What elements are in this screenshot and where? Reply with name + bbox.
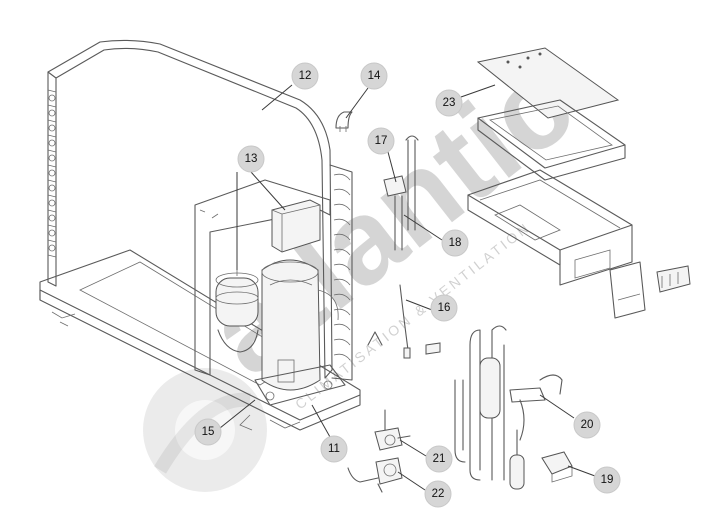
callout-labels: 11 12 13 14 15 16 17 18 19 20 21 22 23	[194, 62, 621, 508]
part-20-four-way-valve	[454, 325, 563, 490]
callout-bubble	[194, 418, 222, 446]
accumulator	[215, 265, 259, 353]
callout-bubble	[593, 466, 621, 494]
callout-22: 22	[424, 480, 452, 508]
callout-bubble	[425, 445, 453, 473]
callout-bubble	[430, 294, 458, 322]
callout-bubble	[573, 411, 601, 439]
callout-19: 19	[593, 466, 621, 494]
part-17-valve-coil	[383, 135, 419, 251]
callout-bubble	[367, 127, 395, 155]
callout-bubble	[424, 480, 452, 508]
part-23-top-cover	[476, 47, 626, 181]
callout-number: 12	[299, 70, 312, 82]
part-22-service-valve	[347, 457, 403, 493]
callout-number: 11	[328, 443, 340, 455]
callout-17: 17	[367, 127, 395, 155]
callout-23: 23	[435, 89, 463, 117]
callout-18: 18	[441, 229, 469, 257]
callout-number: 15	[202, 426, 215, 438]
callout-14: 14	[360, 62, 388, 90]
callout-number: 17	[375, 135, 388, 147]
callout-15: 15	[194, 418, 222, 446]
terminal-block	[609, 261, 691, 319]
callout-bubble	[237, 145, 265, 173]
callout-21: 21	[425, 445, 453, 473]
part-14-bracket	[335, 111, 353, 132]
callout-number: 19	[601, 474, 614, 486]
callout-number: 21	[433, 453, 446, 465]
leader-lines	[219, 84, 596, 491]
callout-bubble	[435, 89, 463, 117]
callout-16: 16	[430, 294, 458, 322]
callout-bubble	[360, 62, 388, 90]
callout-13: 13	[237, 145, 265, 173]
callout-20: 20	[573, 411, 601, 439]
part-16-sensor-wire	[367, 284, 441, 359]
callout-11: 11	[320, 435, 348, 463]
callout-bubble	[291, 62, 319, 90]
callout-bubble	[441, 229, 469, 257]
callout-number: 13	[245, 153, 258, 165]
part-21-service-valve	[374, 409, 411, 451]
callout-bubble	[320, 435, 348, 463]
part-19-solenoid-coil	[541, 451, 573, 483]
callout-number: 23	[443, 97, 456, 109]
compressor	[254, 259, 346, 406]
electrical-control-box	[467, 169, 633, 286]
callout-number: 16	[438, 302, 451, 314]
callout-number: 22	[432, 488, 445, 500]
part-12-condenser-coil	[47, 39, 353, 381]
callout-12: 12	[291, 62, 319, 90]
callout-number: 18	[449, 237, 462, 249]
callout-number: 20	[581, 419, 594, 431]
part-13-terminal-box	[271, 199, 321, 253]
callout-number: 14	[368, 70, 381, 82]
